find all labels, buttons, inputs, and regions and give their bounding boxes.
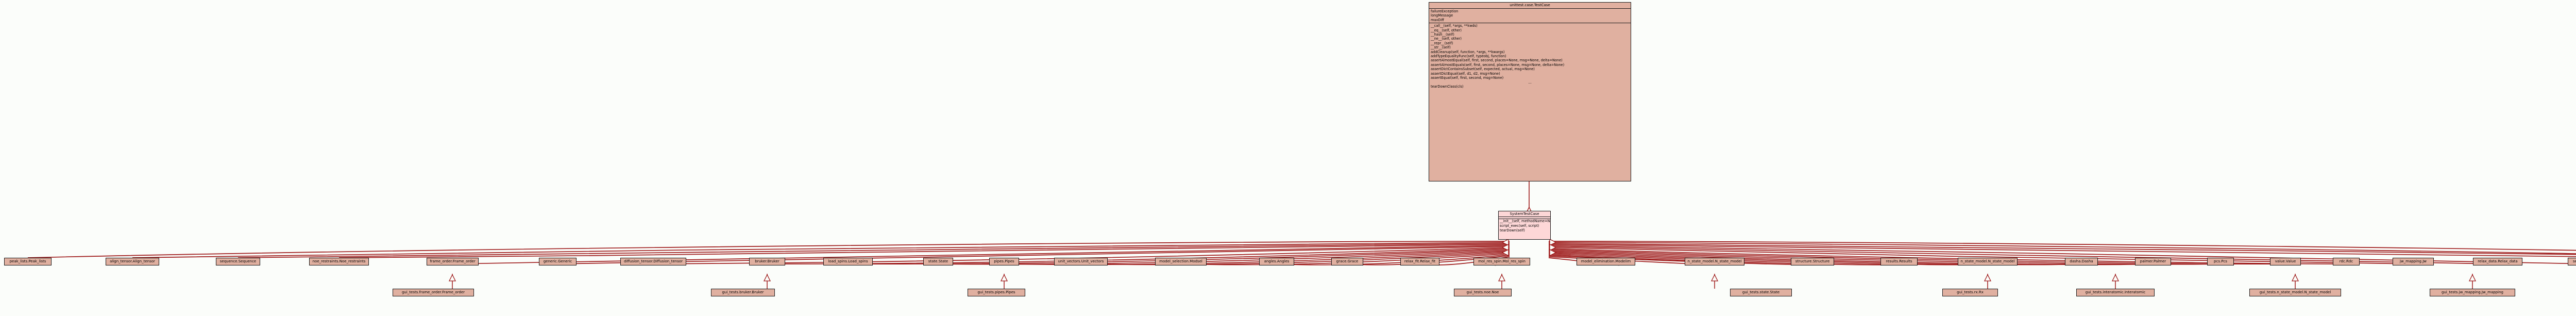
method-row-ellipsis: … — [1528, 80, 1532, 85]
leaf-class-box[interactable]: diffusion_tensor.Diffusion_tensor — [620, 258, 686, 265]
leaf-class-box[interactable]: structure.Structure — [1791, 258, 1834, 265]
leaf-class-box[interactable]: dasha.Dasha — [2065, 258, 2098, 265]
method-row: assertEqual(self, first, second, msg=Non… — [1431, 76, 1504, 80]
leaf-class-box[interactable]: gui_tests.pipes.Pipes — [968, 289, 1025, 296]
leaf-class-box[interactable]: gui_tests.noe.Noe — [1454, 289, 1512, 296]
method-row: __str__(self) — [1431, 45, 1451, 50]
class-box-unittest-case-testcase[interactable]: unittest.case.TestCase failureException … — [1429, 2, 1631, 181]
leaf-class-box[interactable]: load_spins.Load_spins — [823, 258, 873, 265]
class-title: unittest.case.TestCase — [1429, 3, 1631, 9]
leaf-class-box[interactable]: sequence.Sequence — [216, 258, 260, 265]
leaf-class-box[interactable]: align_tensor.Align_tensor — [106, 258, 159, 265]
method-row: __repr__(self) — [1431, 41, 1453, 45]
leaf-class-box[interactable]: unit_vectors.Unit_vectors — [1054, 258, 1108, 265]
leaf-class-box[interactable]: model_selection.Modsel — [1155, 258, 1207, 265]
leaf-class-box[interactable]: palmer.Palmer — [2135, 258, 2171, 265]
leaf-class-box[interactable]: rdc.Rdc — [2333, 258, 2360, 265]
method-row: assertAlmostEqual(self, first, second, p… — [1431, 58, 1563, 63]
leaf-class-box[interactable]: mol_res_spin.Mol_res_spin — [1473, 258, 1530, 265]
method-row: __eq__(self, other) — [1431, 28, 1462, 32]
leaf-class-box[interactable]: state.State — [923, 258, 953, 265]
method-row: assertDictContainsSubset(self, expected,… — [1431, 67, 1535, 72]
leaf-class-box[interactable]: noe_restraints.Noe_restraints — [309, 258, 369, 265]
leaf-class-box[interactable]: relax_fit.Relax_fit — [1400, 258, 1439, 265]
attribute-row: failureException — [1431, 9, 1459, 13]
class-box-systemtestcase[interactable]: SystemTestCase __init__(self, methodName… — [1498, 211, 1551, 240]
method-row: tearDown(self) — [1500, 228, 1525, 232]
leaf-class-box[interactable]: grace.Grace — [1331, 258, 1363, 265]
empty-attributes-compartment — [1499, 217, 1550, 220]
method-row: __hash__(self) — [1431, 32, 1454, 37]
method-row: __ne__(self, other) — [1431, 37, 1462, 41]
method-row: tearDownClass(cls) — [1431, 84, 1464, 89]
method-row: addCleanup(self, function, *args, **kwar… — [1431, 49, 1505, 54]
method-row: addTypeEqualityFunc(self, typeobj, funct… — [1431, 54, 1506, 59]
leaf-class-box[interactable]: results.Results — [1880, 258, 1918, 265]
leaf-class-box[interactable]: generic.Generic — [539, 258, 577, 265]
class-methods: __init__(self, methodName=None) script_e… — [1499, 219, 1550, 232]
leaf-class-box[interactable]: frame_order.Frame_order — [427, 258, 479, 265]
method-row: script_exec(self, script) — [1500, 224, 1539, 228]
leaf-class-box[interactable]: gui_tests.jw_mapping.Jw_mapping — [2430, 289, 2515, 296]
method-row: __init__(self, methodName=None) — [1500, 219, 1550, 224]
leaf-class-box[interactable]: gui_tests.frame_order.Frame_order — [393, 289, 474, 296]
leaf-class-box[interactable]: pcs.Pcs — [2207, 258, 2234, 265]
leaf-class-box[interactable]: gui_tests.rx.Rx — [1942, 289, 1998, 296]
leaf-class-box[interactable]: relax_data.Relax_data — [2473, 258, 2522, 265]
leaf-class-box[interactable]: angles.Angles — [1259, 258, 1294, 265]
class-methods: __call__(self, *args, **kwds) __eq__(sel… — [1429, 23, 1631, 89]
method-row: assertDictEqual(self, d1, d2, msg=None) — [1431, 71, 1500, 76]
leaf-class-box[interactable]: gui_tests.state.State — [1730, 289, 1792, 296]
leaf-class-box[interactable]: pipes.Pipes — [989, 258, 1019, 265]
leaf-class-box[interactable]: selection.Selection — [2568, 258, 2576, 265]
attribute-row: longMessage — [1431, 13, 1453, 18]
leaf-class-box[interactable]: value.Value — [2270, 258, 2301, 265]
leaf-class-box[interactable]: gui_tests.interatomic.Interatomic — [2076, 289, 2155, 296]
leaf-class-box[interactable]: n_state_model.N_state_model — [1685, 258, 1744, 265]
leaf-class-box[interactable]: model_elimination.Modelim — [1577, 258, 1635, 265]
leaf-class-box[interactable]: gui_tests.bruker.Bruker — [711, 289, 775, 296]
attribute-row: maxDiff — [1431, 18, 1444, 22]
class-attributes: failureException longMessage maxDiff — [1429, 9, 1631, 24]
leaf-class-box[interactable]: jw_mapping.Jw — [2393, 258, 2434, 265]
leaf-class-box[interactable]: peak_lists.Peak_lists — [4, 258, 52, 265]
leaf-class-box[interactable]: gui_tests.n_state_model.N_state_model — [2249, 289, 2341, 296]
leaf-class-box[interactable]: bruker.Bruker — [749, 258, 785, 265]
class-title: SystemTestCase — [1499, 211, 1550, 218]
method-row: assertAlmostEquals(self, first, second, … — [1431, 62, 1565, 67]
leaf-class-box[interactable]: n_state_model.N_state_model — [1958, 258, 2018, 265]
method-row: __call__(self, *args, **kwds) — [1431, 24, 1478, 28]
